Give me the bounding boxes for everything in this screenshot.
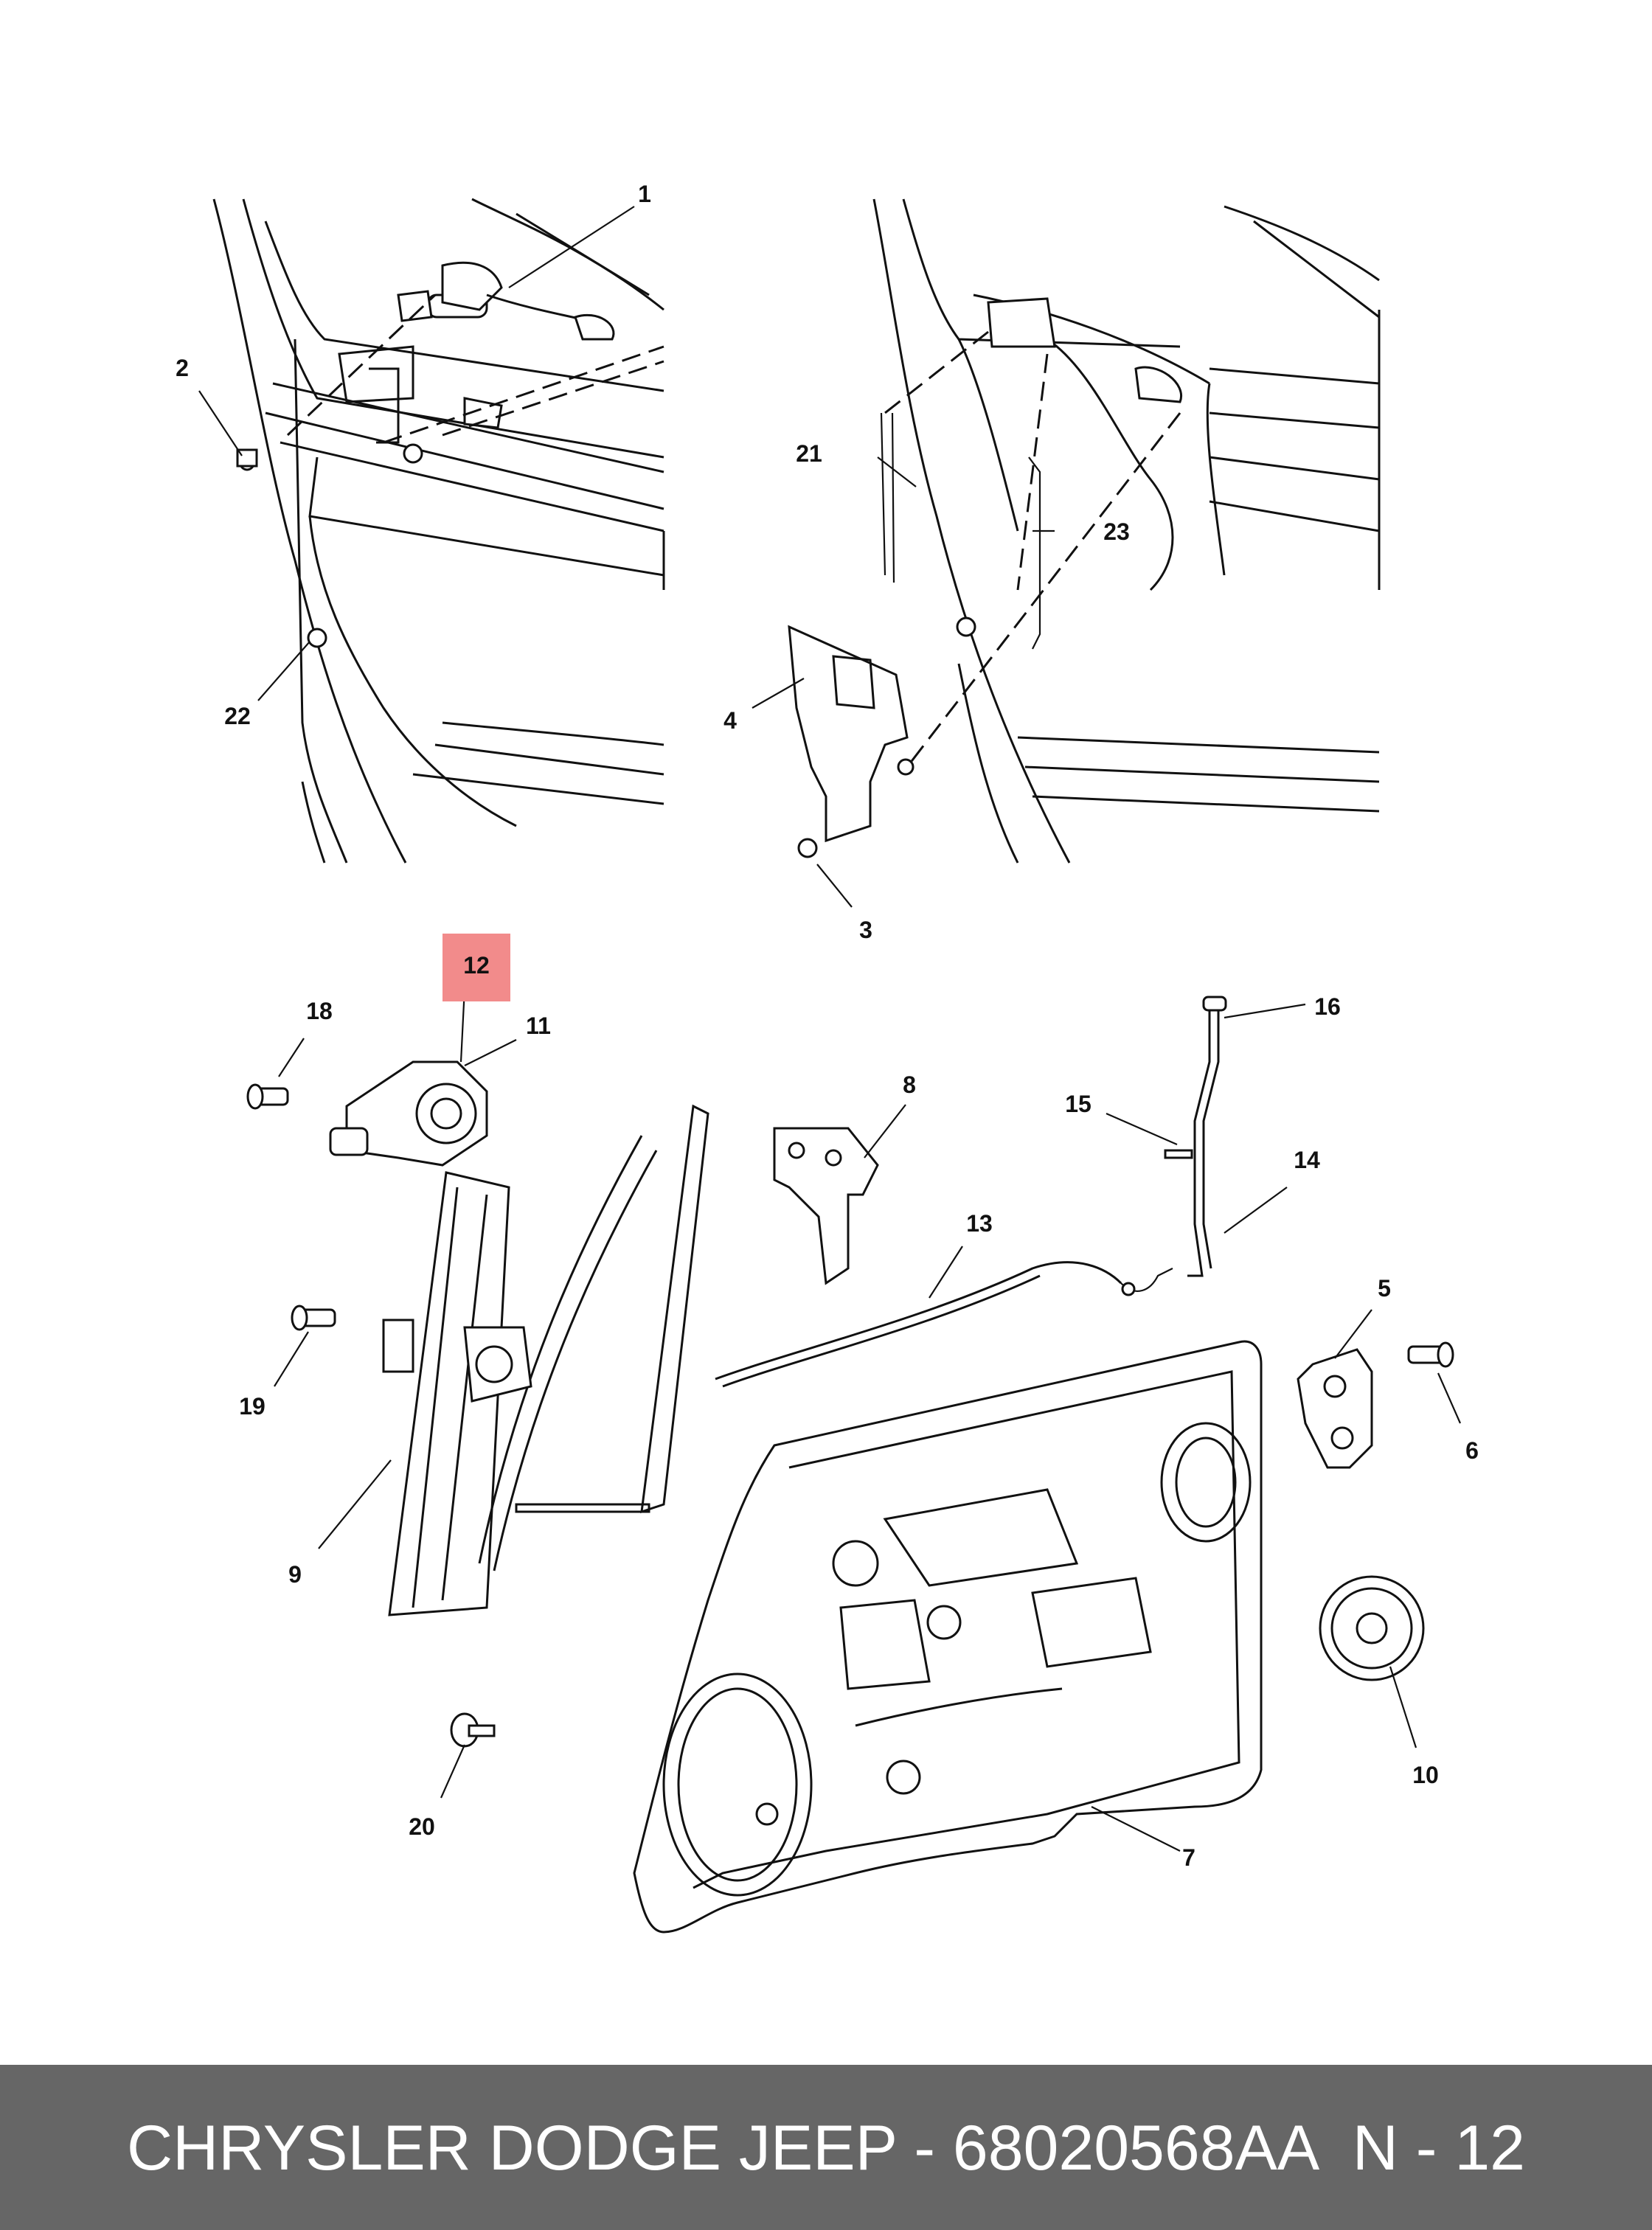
callout-16: 16 xyxy=(1314,993,1341,1020)
callout-10: 10 xyxy=(1412,1762,1439,1788)
callout-1: 1 xyxy=(638,181,651,207)
callout-19: 19 xyxy=(239,1393,266,1420)
door-module xyxy=(633,1340,1263,1934)
callout-7: 7 xyxy=(1182,1844,1195,1871)
callout-labels: 1 2 22 21 23 4 3 12 18 11 8 16 15 14 13 … xyxy=(176,181,1479,1871)
parts-diagram: 1 2 22 21 23 4 3 12 18 11 8 16 15 14 13 … xyxy=(176,181,1479,1934)
callout-8: 8 xyxy=(903,1071,916,1098)
callout-15: 15 xyxy=(1065,1091,1092,1117)
nut-20 xyxy=(450,1712,496,1748)
speaker xyxy=(1319,1575,1425,1681)
bolt-18 xyxy=(246,1083,289,1110)
callout-12: 12 xyxy=(463,952,490,979)
callout-5: 5 xyxy=(1378,1275,1391,1302)
callout-2: 2 xyxy=(176,355,189,381)
door-latch xyxy=(1297,1348,1373,1469)
callout-21: 21 xyxy=(796,440,822,467)
window-regulator xyxy=(382,1104,709,1616)
callout-14: 14 xyxy=(1294,1147,1320,1173)
callout-22: 22 xyxy=(224,703,251,729)
top-left-door-frame xyxy=(212,198,665,864)
latch-bracket xyxy=(773,1127,879,1285)
bolt-19 xyxy=(291,1305,336,1331)
footer-bar: CHRYSLER DODGE JEEP - 68020568AA N - 12 xyxy=(0,2065,1652,2230)
window-motor xyxy=(329,1060,488,1167)
highlight-box-12 xyxy=(442,934,510,1001)
handle-cable xyxy=(715,1261,1173,1388)
callout-20: 20 xyxy=(409,1813,435,1840)
callout-4: 4 xyxy=(723,707,737,734)
leader-lines xyxy=(198,206,1462,1852)
footer-page-code: N - 12 xyxy=(1352,2113,1525,2184)
footer-title: CHRYSLER DODGE JEEP - 68020568AA xyxy=(127,2113,1320,2184)
top-right-door-frame xyxy=(788,198,1381,864)
callout-13: 13 xyxy=(966,1210,993,1237)
callout-6: 6 xyxy=(1465,1437,1479,1464)
callout-3: 3 xyxy=(859,917,872,943)
callout-9: 9 xyxy=(288,1561,302,1588)
callout-18: 18 xyxy=(306,998,333,1024)
callout-11: 11 xyxy=(526,1012,551,1039)
bolt-6 xyxy=(1407,1341,1454,1368)
lock-rods xyxy=(1164,996,1227,1277)
callout-23: 23 xyxy=(1103,518,1130,545)
